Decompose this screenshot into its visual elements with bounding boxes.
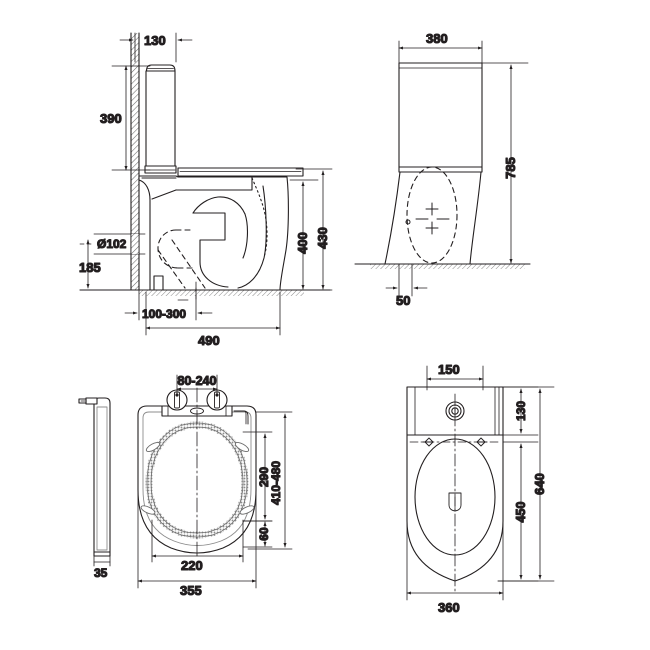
dim-50 [385,263,428,297]
dim-label-450: 450 [514,502,528,523]
dim-label-400: 400 [295,232,310,254]
dim-185 [79,239,132,291]
dim-label-150: 150 [438,362,460,377]
dim-label-360: 360 [438,600,460,615]
seat-bumpers [140,441,255,515]
dim-640 [497,386,555,582]
dim-label-390: 390 [100,111,122,126]
dim-label-220: 220 [181,558,203,573]
dim-label-60: 60 [257,527,271,541]
floor-hatch-front [354,263,531,269]
dim-35 [93,553,111,567]
dim-label-355: 355 [180,583,202,598]
dim-130 [119,32,193,63]
dim-label-100-300: 100-300 [142,307,186,321]
pan-front [384,166,483,265]
dim-label-410-480: 410-480 [269,461,283,505]
dim-355 [137,489,257,589]
dim-label-35: 35 [94,566,108,580]
dim-390 [111,65,151,171]
dim-220 [151,519,244,563]
dim-label-640: 640 [532,473,547,495]
view-front-elevation: 380 785 50 [354,30,531,309]
dim-490 [145,291,281,336]
dim-410-480 [247,411,293,550]
dim-label-130: 130 [144,33,166,48]
dim-label-80-240: 80-240 [178,374,217,388]
dim-60 [242,520,273,548]
dim-label-50: 50 [396,293,410,308]
hidden-bowl-dashed-front [406,166,458,264]
seat-side [177,167,304,177]
dim-100-300 [124,281,213,321]
dim-430 [295,168,333,291]
floor-hatch [79,289,331,296]
dim-label-185: 185 [79,260,101,275]
centre-crosshair-front [415,202,450,235]
dim-label-785: 785 [503,157,518,179]
dim-label-380: 380 [426,31,448,46]
pan-outline-side [138,175,289,291]
cistern-front [398,62,483,173]
dim-label-d102: Ø102 [97,237,127,251]
dim-785 [477,62,529,265]
hidden-outlet-dashed [157,229,206,289]
view-seat-plan: 35 [78,373,293,599]
dim-360 [406,520,504,601]
dim-d102 [79,233,146,255]
dim-label-490: 490 [198,333,220,348]
view-top-plan: 150 130 450 640 [406,361,555,616]
cistern-side [144,64,177,174]
dim-label-130-plan: 130 [514,401,528,421]
seat-profile-side [78,397,111,557]
dim-80-240 [176,374,218,397]
view-side-elevation: 130 390 Ø102 [78,32,333,349]
dim-380 [398,40,483,67]
dim-label-290: 290 [257,467,271,487]
dim-label-430: 430 [315,227,330,249]
dim-150 [426,365,484,391]
floor-fixing-block [153,275,164,291]
